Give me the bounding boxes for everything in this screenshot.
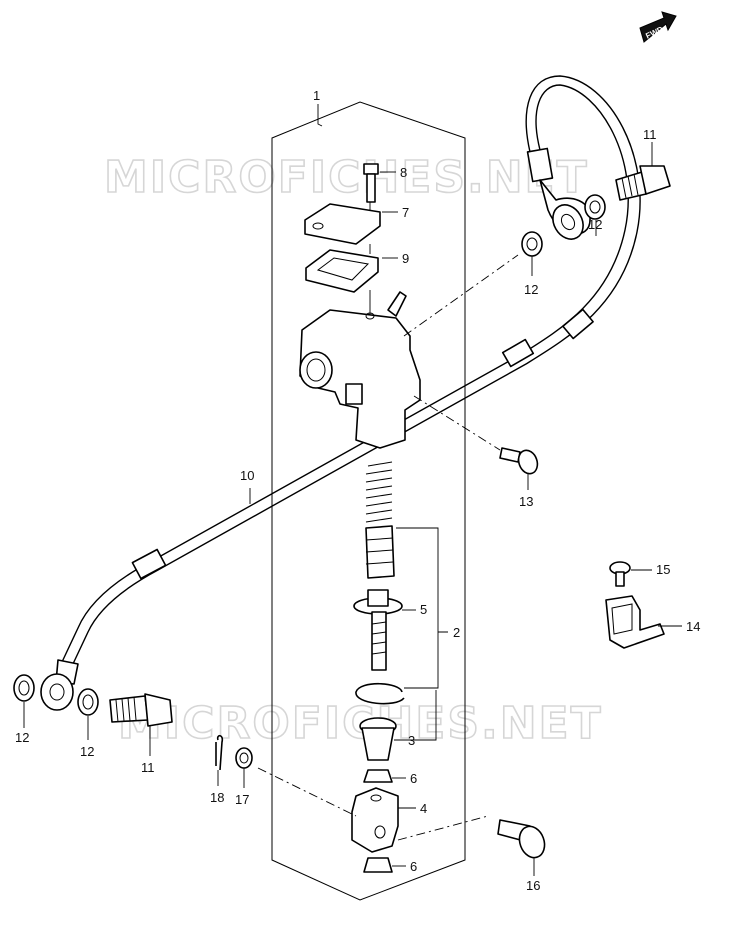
callout-15: 15: [656, 562, 670, 577]
circlip: [355, 682, 405, 705]
callout-12-left: 12: [15, 730, 29, 745]
callout-13: 13: [519, 494, 533, 509]
callout-10: 10: [240, 468, 254, 483]
hose-clamp-14: [605, 595, 665, 649]
washer-12-right: [584, 194, 606, 220]
callout-8: 8: [400, 165, 407, 180]
callout-3: 3: [408, 733, 415, 748]
callout-1: 1: [313, 88, 320, 103]
pin-16: [497, 819, 546, 859]
callout-5: 5: [420, 602, 427, 617]
cap-bolt-8: [363, 163, 379, 203]
nut-6-lower: [363, 857, 393, 873]
clevis-4: [351, 787, 399, 853]
callout-14: 14: [686, 619, 700, 634]
callout-12-upper: 12: [524, 282, 538, 297]
callout-16: 16: [526, 878, 540, 893]
master-cylinder-body: [299, 291, 421, 449]
assembly-dashed-lines: [257, 254, 519, 841]
callout-7: 7: [402, 205, 409, 220]
callout-6-lower: 6: [410, 859, 417, 874]
fwd-arrow-icon: FWD: [639, 11, 677, 43]
assembly-outline: [271, 101, 466, 901]
union-bolt-11-top: [615, 165, 671, 201]
watermark-top: MICROFICHES.NET: [104, 152, 589, 203]
callout-18: 18: [210, 790, 224, 805]
banjo-fitting-bottom: [40, 673, 74, 711]
brake-hose: [55, 75, 641, 685]
callout-9: 9: [402, 251, 409, 266]
cotter-pin-18: [215, 734, 224, 771]
reservoir-cap-7: [304, 203, 381, 245]
leader-lines: [23, 104, 682, 876]
washer-12-mid: [77, 688, 99, 716]
callout-4: 4: [420, 801, 427, 816]
callout-12-mid: 12: [80, 744, 94, 759]
banjo-fitting-top: [539, 179, 591, 240]
push-rod-5: [353, 589, 403, 671]
union-bolt-11-bottom: [109, 693, 173, 727]
washer-12-upper: [521, 231, 543, 257]
callout-labels: 1 2 3 4 5 6 6 7 8 9 10 11 11 12 12 12 12…: [15, 88, 700, 893]
watermark-bottom: MICROFICHES.NET: [118, 698, 603, 749]
diaphragm-9: [305, 249, 379, 293]
boot-3: [359, 717, 397, 761]
callout-11-bottom: 11: [141, 760, 155, 775]
callout-17: 17: [235, 792, 249, 807]
callout-11-top: 11: [643, 127, 657, 142]
callout-2: 2: [453, 625, 460, 640]
washer-17: [235, 747, 253, 769]
return-spring: [365, 461, 393, 523]
nut-6-upper: [363, 769, 393, 783]
callout-12-right: 12: [588, 217, 602, 232]
callout-6-upper: 6: [410, 771, 417, 786]
screw-13: [499, 447, 539, 475]
screw-15: [609, 561, 631, 587]
washer-12-left: [13, 674, 35, 702]
piston: [365, 525, 395, 579]
